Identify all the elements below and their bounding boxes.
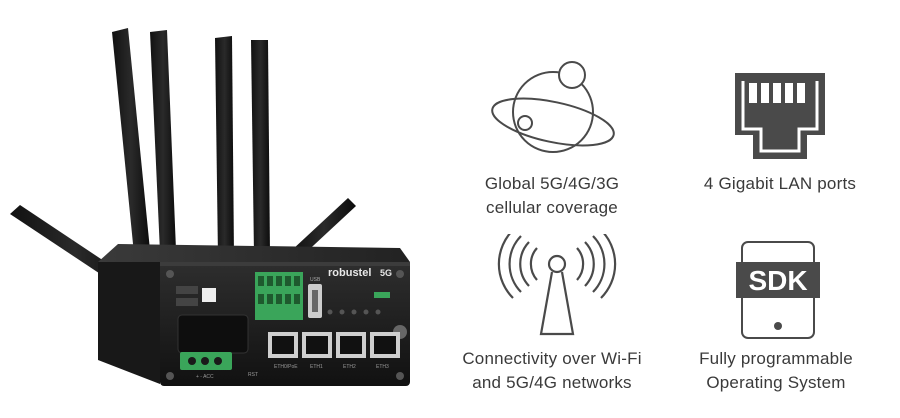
router-product-image: robustel 5G USB ETH0/PoE ETH1 ETH2 ETH3 …: [0, 0, 440, 413]
feature-line: cellular coverage: [486, 198, 618, 217]
usb-label: USB: [310, 277, 321, 283]
feature-lan-ports: 4 Gigabit LAN ports: [680, 172, 880, 196]
lan-port-icon: [735, 73, 825, 164]
sdk-label: SDK: [748, 265, 807, 296]
globe-orbit-icon: [490, 60, 620, 170]
feature-programmable-os: Fully programmable Operating System: [676, 347, 876, 395]
wifi-antenna-icon: [497, 229, 617, 343]
port-label: ETH0/PoE: [274, 364, 298, 370]
port-label: ETH1: [310, 364, 323, 370]
port-label: ETH3: [376, 364, 389, 370]
power-label: + - ACC: [196, 374, 214, 380]
feature-line: 4 Gigabit LAN ports: [703, 174, 857, 193]
ethernet-ports: [268, 332, 400, 358]
feature-line: Fully programmable: [699, 349, 853, 368]
feature-line: and 5G/4G networks: [472, 373, 632, 392]
sdk-phone-icon: SDK: [736, 240, 820, 345]
feature-line: Connectivity over Wi-Fi: [462, 349, 642, 368]
reset-label: RST: [248, 372, 258, 378]
feature-line: Operating System: [706, 373, 846, 392]
feature-global-coverage: Global 5G/4G/3G cellular coverage: [452, 172, 652, 220]
brand-label: robustel: [328, 267, 371, 279]
port-label: ETH2: [343, 364, 356, 370]
router-illustration: robustel 5G USB ETH0/PoE ETH1 ETH2 ETH3 …: [10, 28, 410, 386]
feature-line: Global 5G/4G/3G: [484, 174, 620, 193]
network-badge: 5G: [380, 268, 392, 278]
feature-wifi-connectivity: Connectivity over Wi-Fi and 5G/4G networ…: [452, 347, 652, 395]
